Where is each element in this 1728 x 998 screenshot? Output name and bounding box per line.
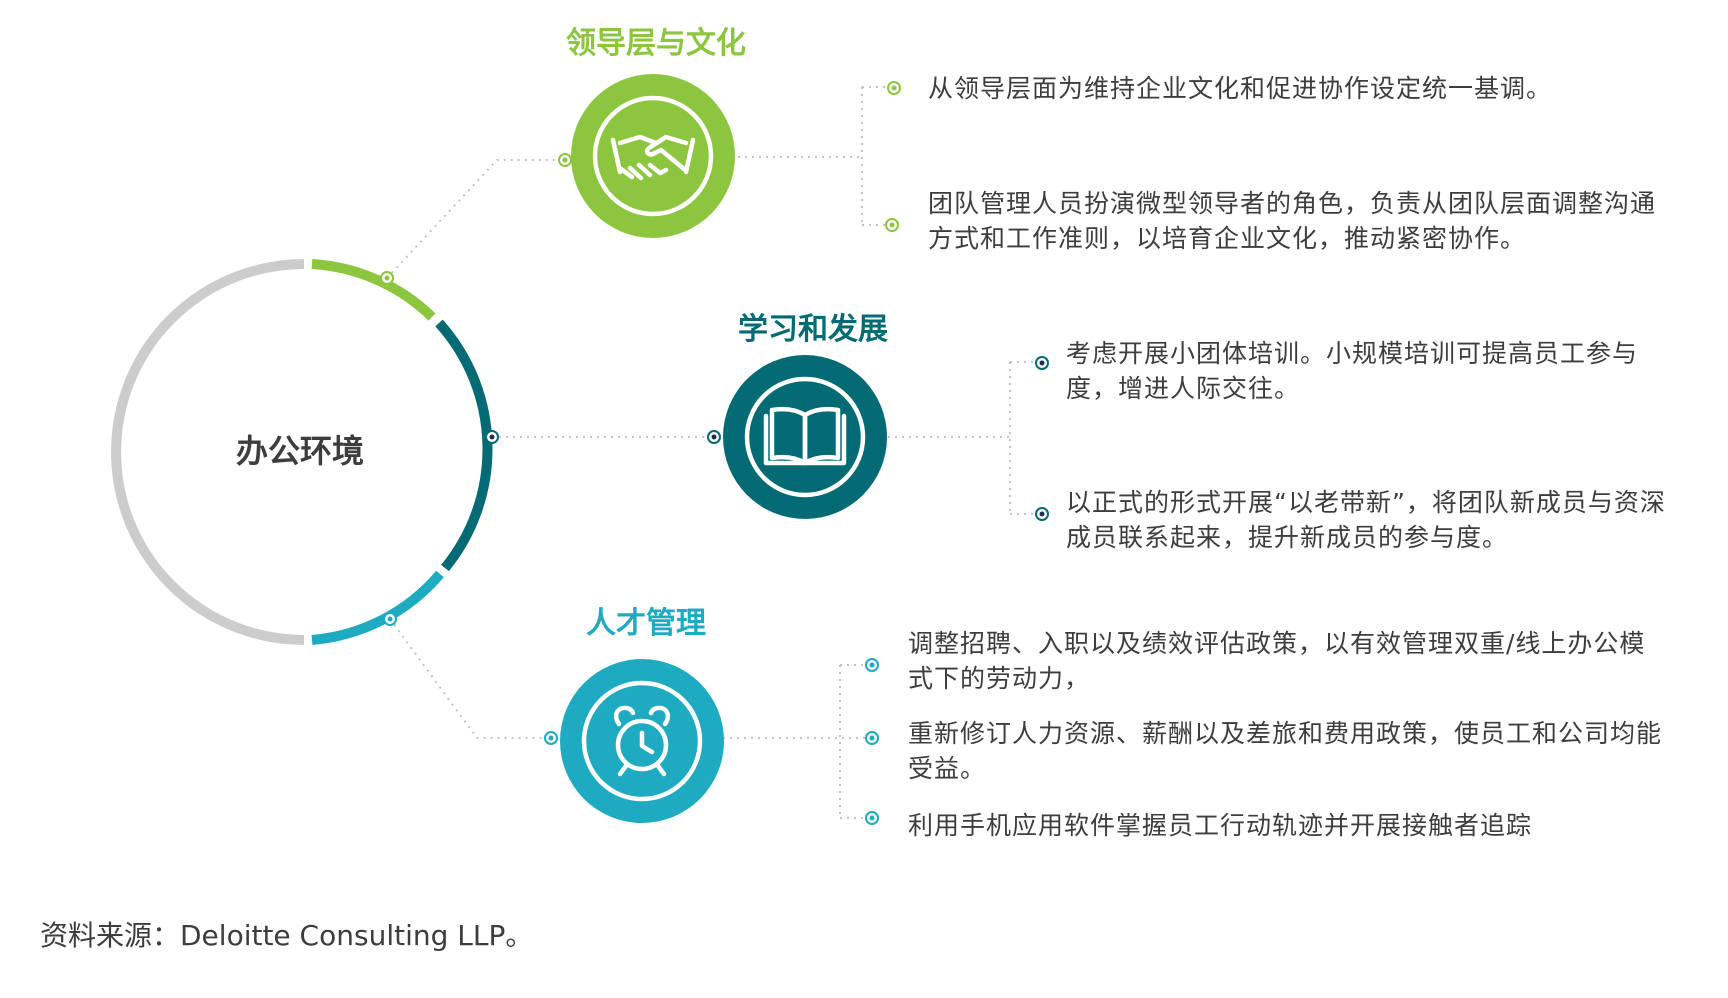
ring-dot-learning-core: [489, 434, 495, 440]
connector-ring-to-leadership: [386, 159, 565, 279]
talent-item-3: 利用手机应用软件掌握员工行动轨迹并开展接触者追踪: [908, 811, 1533, 840]
leadership-item-1: 从领导层面为维持企业文化和促进协作设定统一基调。: [928, 74, 1553, 103]
ring-gray-arc: [111, 259, 305, 645]
alarm-clock-icon: [581, 680, 703, 802]
section-title-leadership: 领导层与文化: [566, 26, 746, 61]
learning-item-1: 考虑开展小团体培训。小规模培训可提高员工参与度，增进人际交往。: [1066, 339, 1639, 403]
source-note: 资料来源：Deloitte Consulting LLP。: [40, 919, 534, 952]
circle-dot-learning-core: [711, 434, 717, 440]
handshake-icon: [592, 95, 714, 217]
center-label: 办公环境: [235, 432, 364, 470]
learning-bullets: [1035, 356, 1049, 521]
talent-item-1: 调整招聘、入职以及绩效评估政策，以有效管理双重/线上办公模式下的劳动力，: [908, 629, 1646, 693]
connector-ring-to-talent: [389, 618, 551, 739]
ring-green-arc: [311, 259, 436, 321]
circle-dot-leadership-core: [562, 157, 568, 163]
talent-item-2: 重新修订人力资源、薪酬以及差旅和费用政策，使员工和公司均能受益。: [908, 719, 1663, 783]
section-title-talent: 人才管理: [586, 606, 706, 641]
leadership-item-2: 团队管理人员扮演微型领导者的角色，负责从团队层面调整沟通方式和工作准则，以培育企…: [928, 189, 1657, 253]
ring-teal-arc: [311, 570, 444, 645]
ring-dark-teal-arc: [435, 319, 493, 572]
leadership-bullets: [885, 81, 901, 232]
learning-item-2: 以正式的形式开展“以老带新”，将团队新成员与资深成员联系起来，提升新成员的参与度…: [1066, 488, 1666, 552]
ring-dot-leadership-core: [384, 275, 390, 281]
talent-bullets: [865, 658, 879, 825]
circle-dot-talent-core: [548, 735, 554, 741]
book-icon: [744, 376, 866, 498]
section-title-learning: 学习和发展: [738, 312, 888, 347]
ring-dot-talent-core: [387, 616, 393, 622]
